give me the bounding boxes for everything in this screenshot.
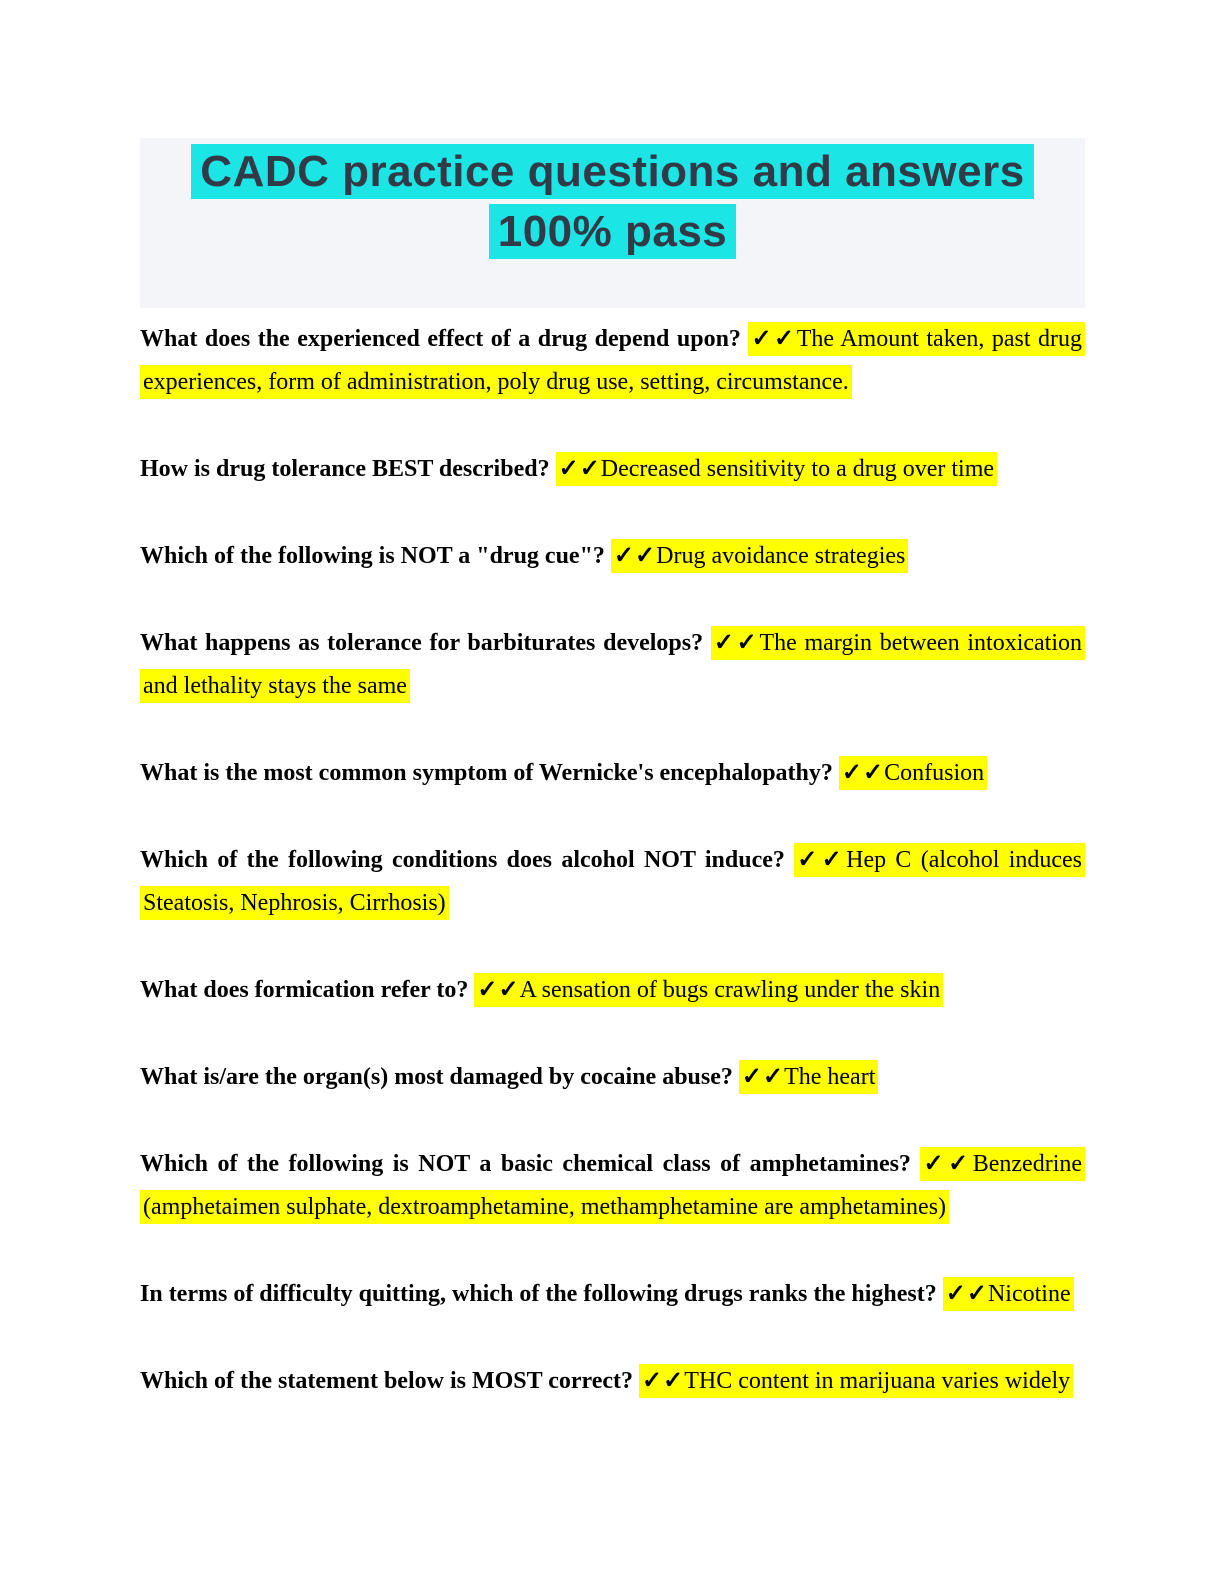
qa-item: What does the experienced effect of a dr… — [140, 318, 1086, 404]
double-checkmark-icon: ✓✓ — [751, 326, 797, 352]
answer-text: Drug avoidance strategies — [656, 543, 906, 569]
question-text: What does the experienced effect of a dr… — [140, 326, 741, 352]
double-checkmark-icon: ✓✓ — [558, 456, 601, 482]
answer-highlight: ✓✓The heart — [738, 1060, 879, 1094]
double-checkmark-icon: ✓✓ — [642, 1368, 685, 1394]
qa-item: How is drug tolerance BEST described? ✓✓… — [140, 448, 1085, 491]
answer-text: A sensation of bugs crawling under the s… — [519, 977, 941, 1003]
answer-text: The heart — [784, 1064, 876, 1090]
qa-list: What does the experienced effect of a dr… — [140, 318, 1086, 1403]
qa-item: What does formication refer to? ✓✓A sens… — [140, 969, 1085, 1012]
answer-text: Benzedrine (amphetaimen sulphate, dextro… — [143, 1151, 1083, 1220]
answer-highlight: ✓✓THC content in marijuana varies widely — [639, 1364, 1074, 1398]
answer-text: Nicotine — [987, 1281, 1071, 1307]
question-text: Which of the following is NOT a basic ch… — [140, 1151, 911, 1177]
double-checkmark-icon: ✓✓ — [945, 1281, 988, 1307]
question-text: What is the most common symptom of Werni… — [140, 760, 833, 786]
answer-text: Decreased sensitivity to a drug over tim… — [600, 456, 995, 482]
double-checkmark-icon: ✓✓ — [923, 1151, 973, 1177]
qa-item: What is/are the organ(s) most damaged by… — [140, 1056, 1085, 1099]
question-text: Which of the following conditions does a… — [140, 847, 785, 873]
double-checkmark-icon: ✓✓ — [713, 630, 760, 656]
double-checkmark-icon: ✓✓ — [741, 1064, 785, 1090]
title-line-2: 100% pass — [488, 204, 737, 259]
answer-highlight: ✓✓Nicotine — [942, 1277, 1074, 1311]
question-text: How is drug tolerance BEST described? — [140, 456, 550, 482]
answer-text: Confusion — [884, 760, 985, 786]
qa-item: What happens as tolerance for barbiturat… — [140, 622, 1086, 708]
answer-highlight: ✓✓Drug avoidance strategies — [610, 539, 909, 573]
answer-text: THC content in marijuana varies widely — [684, 1368, 1071, 1394]
double-checkmark-icon: ✓✓ — [797, 847, 847, 873]
title-line-1: CADC practice questions and answers — [191, 144, 1034, 199]
answer-text: The Amount taken, past drug experiences,… — [143, 326, 1083, 395]
double-checkmark-icon: ✓✓ — [613, 543, 657, 569]
answer-highlight: ✓✓Confusion — [838, 756, 988, 790]
question-text: In terms of difficulty quitting, which o… — [140, 1281, 937, 1307]
qa-item: What is the most common symptom of Werni… — [140, 752, 1085, 795]
double-checkmark-icon: ✓✓ — [841, 760, 885, 786]
qa-item: In terms of difficulty quitting, which o… — [140, 1273, 1085, 1316]
answer-highlight: ✓✓Decreased sensitivity to a drug over t… — [555, 452, 998, 486]
qa-item: Which of the following is NOT a basic ch… — [140, 1143, 1086, 1229]
qa-item: Which of the following is NOT a "drug cu… — [140, 535, 1085, 578]
question-text: What happens as tolerance for barbiturat… — [140, 630, 704, 656]
qa-item: Which of the following conditions does a… — [140, 839, 1086, 925]
question-text: Which of the statement below is MOST cor… — [140, 1368, 634, 1394]
question-text: What does formication refer to? — [140, 977, 469, 1003]
answer-highlight: ✓✓A sensation of bugs crawling under the… — [474, 973, 944, 1007]
double-checkmark-icon: ✓✓ — [477, 977, 520, 1003]
qa-item: Which of the statement below is MOST cor… — [140, 1360, 1085, 1403]
answer-text: Hep C (alcohol induces Steatosis, Nephro… — [143, 847, 1083, 916]
question-text: Which of the following is NOT a "drug cu… — [140, 543, 605, 569]
question-text: What is/are the organ(s) most damaged by… — [140, 1064, 733, 1090]
answer-text: The margin between intoxication and leth… — [143, 630, 1083, 699]
